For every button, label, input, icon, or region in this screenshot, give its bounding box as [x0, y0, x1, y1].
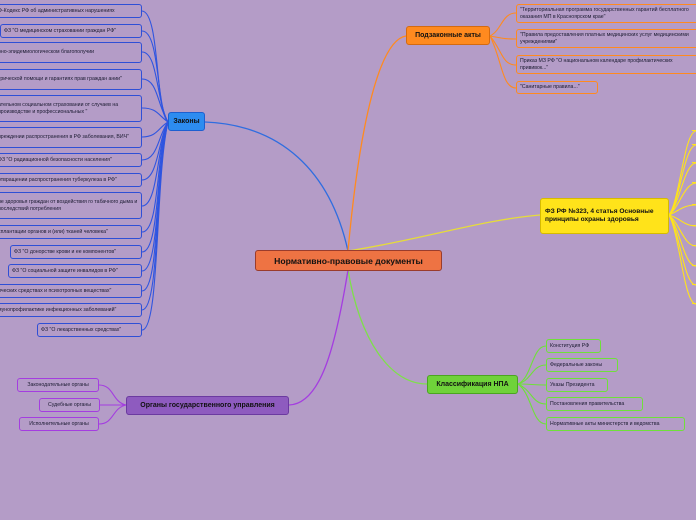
- classification-item[interactable]: Указы Президента: [546, 378, 608, 392]
- link-root-gov: [288, 269, 349, 406]
- bylaw-item[interactable]: "Санитарные правила...": [516, 81, 598, 94]
- fz323-stub: [692, 162, 696, 164]
- classification-item[interactable]: Конституция РФ: [546, 339, 601, 353]
- link-law-3: [141, 78, 169, 123]
- law-item[interactable]: ических средствах и психотропных веществ…: [0, 284, 142, 298]
- link-root-bylaws: [347, 35, 407, 252]
- law-item[interactable]: не здоровья граждан от воздействия го та…: [0, 192, 142, 219]
- classification-node[interactable]: Классификация НПА: [427, 375, 518, 394]
- link-bylaw-3: [489, 35, 517, 89]
- fz323-stub: [692, 144, 696, 146]
- bylaw-item[interactable]: Приказ МЗ РФ "О национальном календаре п…: [516, 55, 696, 74]
- link-fz-2: [668, 162, 696, 216]
- law-item[interactable]: преждении распространения в РФ заболеван…: [0, 127, 142, 148]
- law-item[interactable]: отвращении распространения туберкулеза в…: [0, 173, 142, 187]
- government-item[interactable]: Законодательные органы: [17, 378, 99, 392]
- fz323-stub: [692, 182, 696, 184]
- link-bylaw-0: [489, 12, 517, 37]
- law-item[interactable]: ФЗ "О социальной защите инвалидов в РФ": [8, 264, 142, 278]
- link-gov-2: [98, 404, 127, 425]
- bylaw-item[interactable]: "Правила предоставления платных медицинс…: [516, 29, 696, 48]
- link-law-4: [141, 107, 169, 123]
- law-item[interactable]: ательном социальном страховании от случа…: [0, 95, 142, 122]
- link-root-fz: [347, 214, 541, 252]
- link-law-0: [141, 10, 169, 123]
- link-root-laws: [204, 121, 349, 252]
- bylaw-item[interactable]: "Территориальная программа государственн…: [516, 4, 696, 23]
- laws-node[interactable]: Законы: [168, 112, 205, 131]
- law-item[interactable]: сплантации органов и (или) тканей челове…: [0, 225, 142, 239]
- bylaws-node[interactable]: Подзаконные акты: [406, 26, 490, 45]
- fz323-stub: [692, 225, 696, 227]
- link-fz-7: [668, 214, 696, 267]
- law-item[interactable]: Ф-Кодекс РФ об административных нарушени…: [0, 4, 142, 18]
- link-class-1: [517, 364, 547, 385]
- fz323-stub: [692, 130, 696, 132]
- link-bylaw-2: [489, 35, 517, 66]
- link-gov-0: [98, 384, 127, 406]
- government-item[interactable]: Судебные органы: [39, 398, 100, 412]
- link-law-9: [141, 121, 169, 233]
- link-fz-3: [668, 182, 696, 216]
- link-fz-6: [668, 214, 696, 247]
- law-item[interactable]: ФЗ "О донорстве крови и ее компонентов": [10, 245, 142, 259]
- fz323-stub: [692, 284, 696, 286]
- link-class-2: [517, 383, 547, 386]
- law-item[interactable]: ФЗ "О медицинском страховании граждан РФ…: [0, 24, 142, 38]
- link-law-14: [141, 121, 169, 331]
- classification-item[interactable]: Федеральные законы: [546, 358, 618, 372]
- fz323-node[interactable]: ФЗ РФ №323, 4 статья Основные принципы о…: [540, 198, 669, 234]
- link-class-3: [517, 383, 547, 405]
- link-law-5: [141, 121, 169, 138]
- law-item[interactable]: рно-эпидемиологическом благополучии: [0, 42, 142, 63]
- root-node[interactable]: Нормативно-правовые документы: [255, 250, 442, 271]
- link-root-class: [347, 269, 428, 385]
- link-fz-9: [668, 214, 696, 305]
- fz323-stub: [692, 204, 696, 206]
- government-node[interactable]: Органы государственного управления: [126, 396, 289, 415]
- fz323-stub: [692, 265, 696, 267]
- link-class-4: [517, 383, 547, 425]
- classification-item[interactable]: Постановления правительства: [546, 397, 643, 411]
- government-item[interactable]: Исполнительные органы: [19, 417, 99, 431]
- law-item[interactable]: мунопрофилактике инфекционных заболевани…: [0, 303, 142, 317]
- link-bylaw-1: [489, 35, 517, 40]
- link-class-0: [517, 345, 547, 385]
- classification-item[interactable]: Нормативные акты министерств и ведомства: [546, 417, 685, 431]
- law-item[interactable]: трической помощи и гарантиях прав гражда…: [0, 69, 142, 90]
- fz323-stub: [692, 303, 696, 305]
- law-item[interactable]: ФЗ "О радиационной безопасности населени…: [0, 153, 142, 167]
- law-item[interactable]: ФЗ "О лекарственных средствах": [37, 323, 142, 337]
- fz323-stub: [692, 245, 696, 247]
- link-fz-8: [668, 214, 696, 286]
